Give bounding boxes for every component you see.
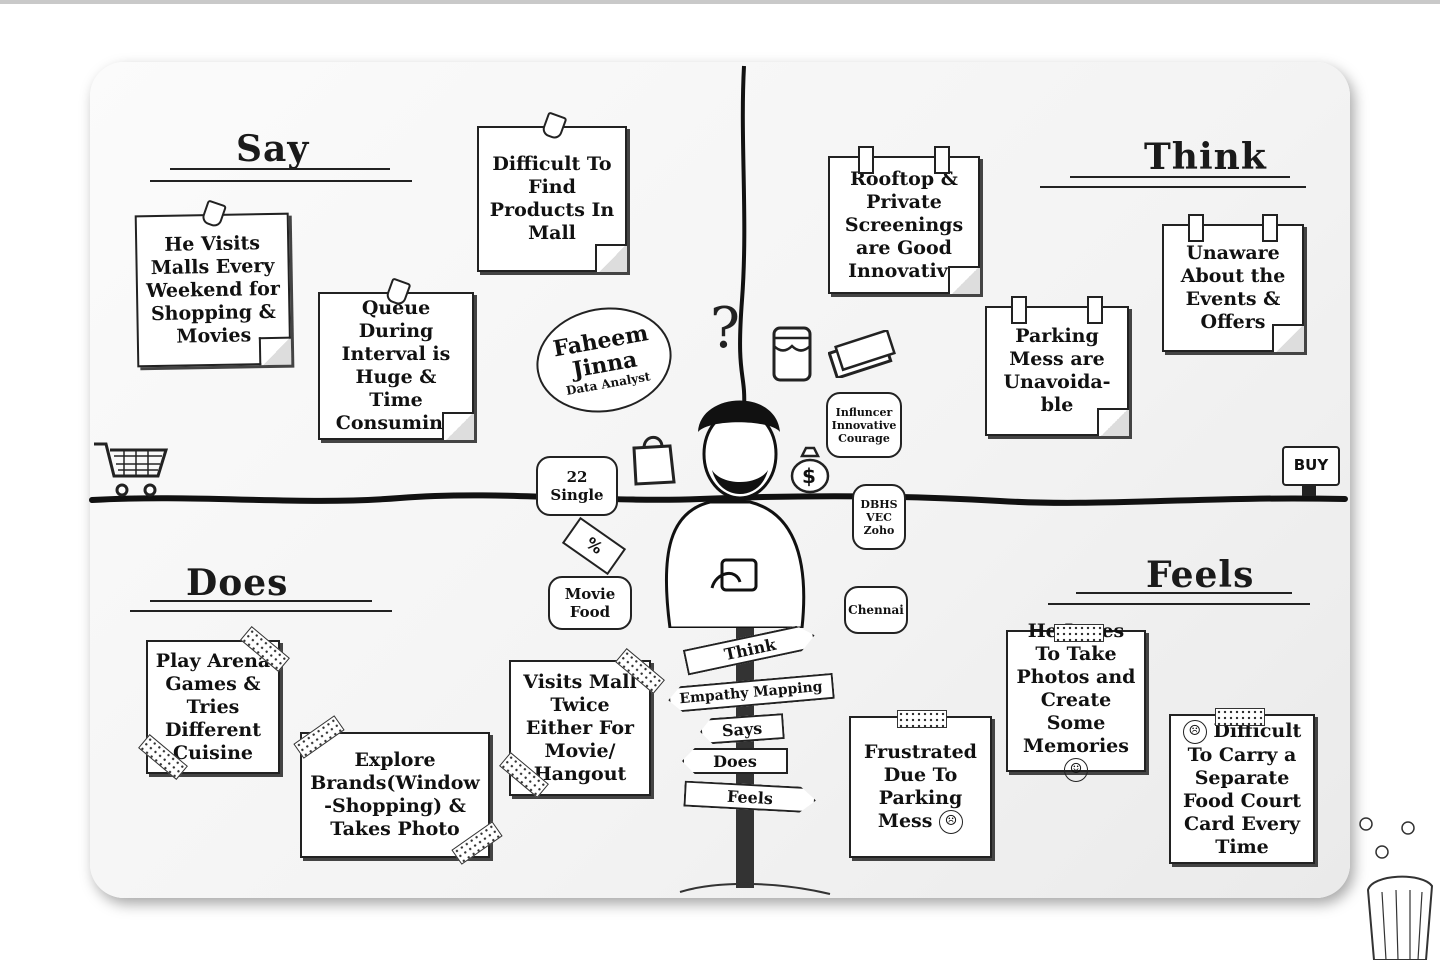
note-text: Visits Mall Twice Either For Movie/ Hang…: [523, 670, 637, 785]
monitor-stand: [1302, 486, 1316, 496]
persona-education-2: VEC: [866, 510, 892, 524]
note-text: ☹ Difficult To Carry a Separate Food Cou…: [1182, 719, 1302, 858]
heading-feels-underline-2: [1048, 603, 1310, 605]
shopping-bag-icon: [632, 435, 676, 486]
note-text: Unaware About the Events & Offers: [1180, 242, 1286, 333]
page-curl: [948, 266, 980, 294]
persona-interests-bubble: Movie Food: [548, 576, 632, 630]
note-does-explore-brands: Explore Brands(Window -Shopping) & Takes…: [293, 715, 503, 865]
heading-think: Think: [1144, 136, 1267, 178]
note-text: He Visits Malls Every Weekend for Shoppi…: [145, 231, 281, 348]
heading-say-underline-2: [150, 180, 412, 182]
sign-does: Does: [682, 748, 788, 774]
page-curl: [258, 336, 292, 366]
page-curl: [442, 412, 474, 440]
tape: [1054, 624, 1104, 642]
heading-does: Does: [186, 562, 289, 604]
persona-education-1: DBHS: [860, 497, 898, 511]
note-does-play-arena: Play Arena Games & Tries Different Cuisi…: [138, 626, 290, 780]
note-say-visits-malls: He Visits Malls Every Weekend for Shoppi…: [134, 199, 292, 368]
popcorn-icon: [1359, 817, 1434, 960]
top-border: [0, 0, 1440, 4]
persona-avatar: [664, 400, 806, 628]
note-text: Frustrated Due To Parking Mess ☹: [864, 740, 977, 834]
page-curl: [1272, 324, 1304, 352]
note-feels-frustrated: Frustrated Due To Parking Mess ☹: [849, 710, 992, 858]
note-text: Rooftop & Private Screenings are Good In…: [844, 167, 964, 282]
page-curl: [1097, 408, 1129, 436]
note-text: Explore Brands(Window -Shopping) & Takes…: [310, 749, 480, 840]
buy-label: BUY: [1293, 456, 1329, 474]
clip-icon: [934, 146, 950, 174]
persona-city: Chennai: [848, 603, 904, 617]
persona-city-bubble: Chennai: [844, 586, 908, 634]
heading-think-underline: [1070, 176, 1290, 178]
note-say-difficult-find: Difficult To Find Products In Mall: [477, 111, 627, 272]
persona-interest-food: Food: [569, 603, 611, 621]
heading-say: Say: [236, 128, 310, 170]
mobile-shop-icon: [772, 326, 812, 382]
tape: [1215, 708, 1265, 726]
heading-does-underline-2: [130, 610, 392, 612]
persona-education-3: Zoho: [863, 523, 895, 537]
heading-does-underline: [150, 600, 372, 602]
clip-icon: [1087, 296, 1103, 324]
persona-age: 22: [566, 468, 588, 486]
clip-icon: [1011, 296, 1027, 324]
persona-trait-1: Influncer: [835, 405, 893, 419]
note-text: Parking Mess are Unavoida-ble: [1003, 325, 1111, 416]
note-think-unaware: Unaware About the Events & Offers: [1162, 214, 1304, 352]
clip-icon: [1188, 214, 1204, 242]
smile-emoji-icon: ☺: [1064, 758, 1088, 782]
question-mark-icon: ?: [710, 296, 741, 361]
shopping-cart-icon: [94, 442, 169, 497]
note-think-rooftop: Rooftop & Private Screenings are Good In…: [828, 146, 980, 294]
buy-monitor-icon: BUY: [1282, 446, 1340, 486]
heading-feels: Feels: [1146, 554, 1255, 596]
note-think-parking: Parking Mess are Unavoida-ble: [985, 296, 1129, 436]
sad-emoji-icon: ☹: [1182, 719, 1207, 744]
note-feels-food-card: ☹ Difficult To Carry a Separate Food Cou…: [1169, 708, 1315, 864]
note-say-queue: Queue During Interval is Huge & Time Con…: [318, 277, 474, 440]
persona-education-bubble: DBHS VEC Zoho: [852, 484, 906, 550]
dollar-icon: $: [802, 464, 816, 488]
note-feels-photos: He Loves To Take Photos and Create Some …: [1006, 620, 1146, 782]
heading-say-underline: [170, 168, 390, 170]
percent-label: %: [582, 533, 607, 558]
note-text: Play Arena Games & Tries Different Cuisi…: [155, 649, 271, 764]
money-bag-icon: [790, 446, 830, 494]
cash-icon: [828, 330, 896, 378]
note-text: Queue During Interval is Huge & Time Con…: [335, 297, 457, 434]
page-curl: [595, 244, 627, 272]
persona-trait-2: Innovative: [831, 418, 897, 432]
clip-icon: [858, 146, 874, 174]
persona-age-bubble: 22 Single: [536, 456, 618, 516]
tired-emoji-icon: ☹: [939, 809, 964, 834]
persona-traits-bubble: Influncer Innovative Courage: [826, 392, 902, 458]
heading-think-underline-2: [1040, 186, 1306, 188]
note-text: He Loves To Take Photos and Create Some …: [1014, 620, 1138, 782]
note-text: Difficult To Find Products In Mall: [489, 153, 615, 244]
note-does-visits-twice: Visits Mall Twice Either For Movie/ Hang…: [499, 648, 665, 798]
persona-status: Single: [550, 486, 604, 504]
clip-icon: [1262, 214, 1278, 242]
persona-trait-3: Courage: [838, 431, 890, 445]
tape: [897, 710, 947, 728]
persona-interest-movie: Movie: [564, 585, 616, 603]
heading-feels-underline: [1076, 592, 1292, 594]
